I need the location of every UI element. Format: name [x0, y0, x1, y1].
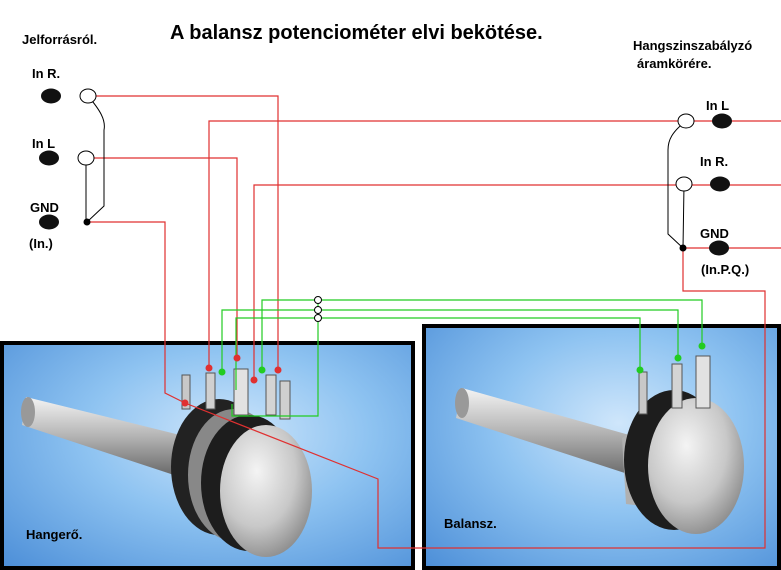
source-in-r-label: In R. [32, 66, 61, 81]
balance-pot-photo: Balansz. [422, 324, 781, 570]
source-heading: Jelforrásról. [22, 32, 98, 47]
balance-potentiometer-image [455, 355, 744, 534]
source-in-l-label: In L [32, 136, 56, 151]
volume-caption: Hangerő. [26, 527, 83, 542]
balance-caption: Balansz. [444, 516, 497, 531]
diagram-title: A balansz potenciométer elvi bekötése. [170, 22, 543, 44]
target-in-l-label: In L [706, 98, 730, 113]
target-gnd-note: (In.P.Q.) [701, 262, 750, 277]
target-in-r-label: In R. [700, 154, 729, 169]
volume-pot-photo: Hangerő. [0, 341, 415, 570]
source-gnd-label: GND [30, 200, 59, 215]
target-gnd-label: GND [700, 226, 729, 241]
source-gnd-note: (In.) [29, 236, 53, 251]
target-heading-line2: áramkörére. [637, 56, 712, 71]
target-heading-line1: Hangszinszabályzó [633, 38, 753, 53]
